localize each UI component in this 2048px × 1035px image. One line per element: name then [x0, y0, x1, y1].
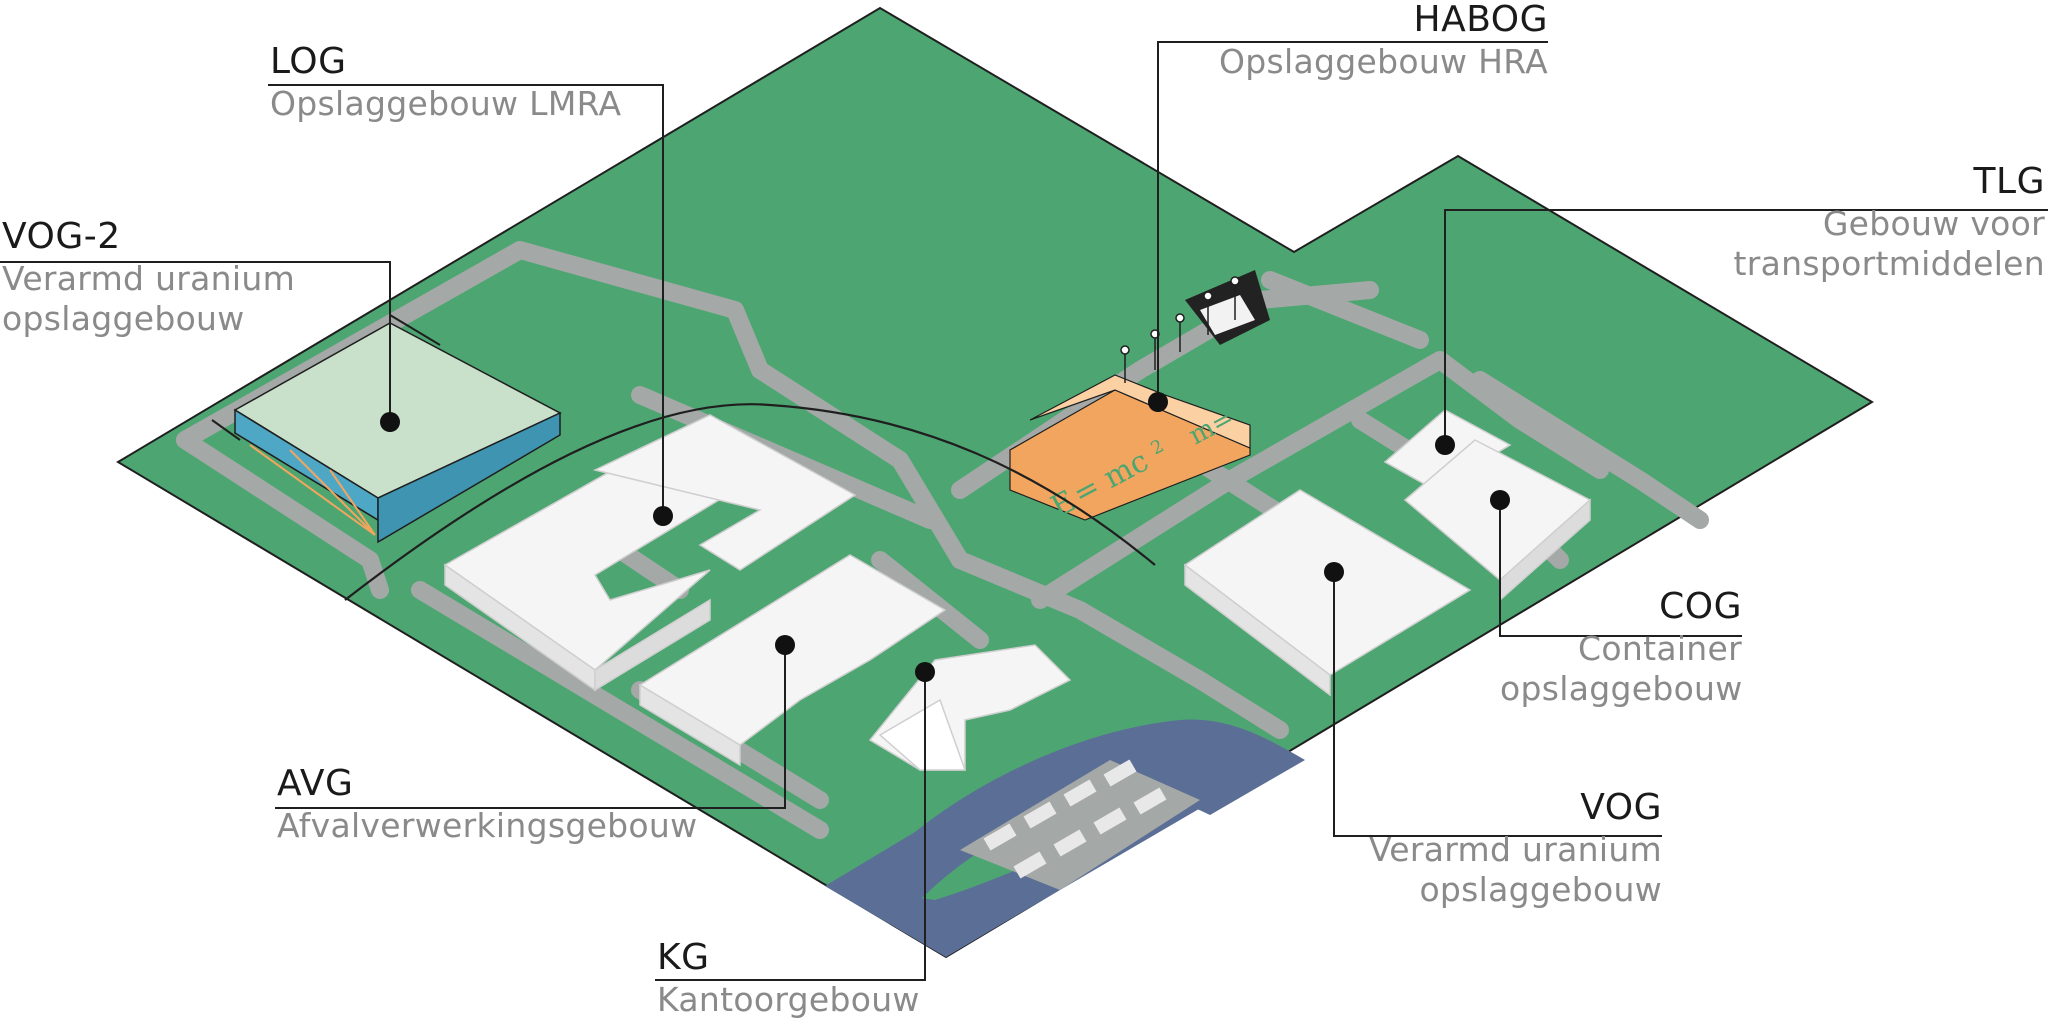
log-marker — [653, 506, 673, 526]
tlg-code: TLG — [1973, 161, 2045, 202]
site-arc-line — [344, 403, 1156, 601]
vog2-desc-line2: opslaggebouw — [2, 299, 245, 339]
kg-label: KG Kantoorgebouw — [657, 936, 920, 1020]
vog2-code: VOG-2 — [2, 216, 121, 257]
leader-lines — [0, 41, 2048, 981]
water-channel — [825, 719, 1305, 957]
cog-label: COG Container opslaggebouw — [1500, 585, 1742, 709]
log-desc: Opslaggebouw LMRA — [270, 83, 622, 123]
habog-desc: Opslaggebouw HRA — [1218, 41, 1548, 81]
parking-lot — [960, 759, 1200, 890]
vog-desc-line2: opslaggebouw — [1419, 870, 1662, 910]
avg-marker — [775, 635, 795, 655]
habog-building: E = mc 2 m= — [1009, 270, 1270, 525]
vog-building — [1183, 489, 1472, 697]
habog-code: HABOG — [1413, 0, 1548, 40]
kg-building — [868, 644, 1072, 771]
cog-desc-line2: opslaggebouw — [1500, 669, 1743, 709]
vog2-label: VOG-2 Verarmd uranium opslaggebouw — [2, 215, 295, 339]
cog-building — [1403, 439, 1592, 602]
avg-desc: Afvalverwerkingsgebouw — [277, 805, 698, 845]
tlg-marker — [1435, 435, 1455, 455]
cog-desc-line1: Container — [1578, 628, 1742, 668]
vog-label: VOG Verarmd uranium opslaggebouw — [1334, 786, 1662, 910]
avg-label: AVG Afvalverwerkingsgebouw — [277, 762, 697, 846]
vog-marker — [1324, 562, 1344, 582]
vog2-marker — [380, 412, 400, 432]
log-label: LOG Opslaggebouw LMRA — [270, 40, 621, 124]
marker-dots — [380, 392, 1510, 682]
kg-desc: Kantoorgebouw — [657, 979, 920, 1019]
vog2-building — [211, 314, 562, 544]
vog-desc-line1: Verarmd uranium — [1368, 829, 1662, 869]
cog-code: COG — [1659, 586, 1742, 627]
habog-label: HABOG Opslaggebouw HRA — [1158, 0, 1548, 82]
tlg-label: TLG Gebouw voor transportmiddelen — [1600, 160, 2045, 284]
cog-marker — [1490, 490, 1510, 510]
tlg-desc-line2: transportmiddelen — [1733, 244, 2045, 284]
vog-code: VOG — [1580, 787, 1662, 828]
avg-code: AVG — [277, 763, 354, 804]
kg-code: KG — [657, 937, 710, 978]
vog2-desc-line1: Verarmd uranium — [2, 258, 296, 298]
log-building — [443, 414, 857, 692]
kg-marker — [915, 662, 935, 682]
habog-marker — [1148, 392, 1168, 412]
tlg-desc-line1: Gebouw voor — [1822, 203, 2045, 243]
log-code: LOG — [270, 41, 347, 82]
